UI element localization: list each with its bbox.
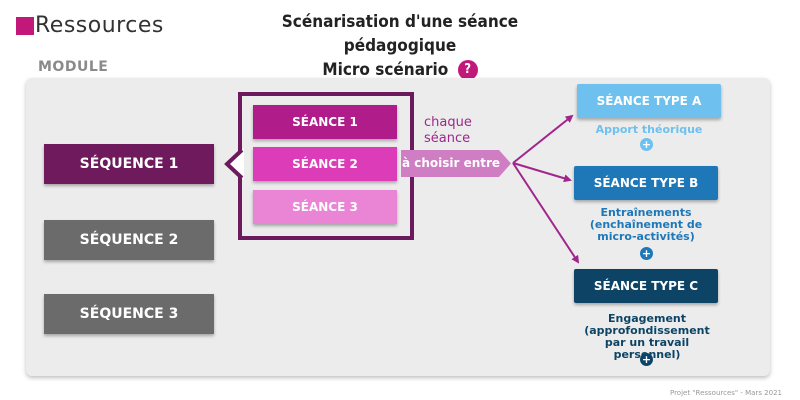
logo-square-icon <box>16 17 34 35</box>
seance-type-a-box: SÉANCE TYPE A <box>577 84 721 118</box>
module-label: MODULE <box>38 59 109 75</box>
logo-text: Ressources <box>35 13 164 38</box>
type-b-description: Entraînements (enchaînement de micro-act… <box>589 206 703 243</box>
title-line-2-text: Micro scénario <box>322 60 449 80</box>
type-a-description: Apport théorique <box>595 123 703 136</box>
title-line-1: Scénarisation d'une séance pédagogique <box>281 12 519 56</box>
help-icon[interactable]: ? <box>457 60 478 80</box>
type-a-plus-icon[interactable]: + <box>640 138 653 151</box>
sequence-2-box: SÉQUENCE 2 <box>44 220 214 260</box>
title-line-2: Micro scénario ? <box>230 58 570 82</box>
arrow-to-type-c <box>512 162 580 264</box>
logo: Ressources <box>16 14 164 38</box>
choose-between-text: à choisir entre <box>401 156 501 170</box>
sequence-1-box: SÉQUENCE 1 <box>44 144 214 184</box>
choose-between-arrow: à choisir entre <box>401 150 511 177</box>
choose-arrow-shape <box>401 150 511 177</box>
seance-1-box: SÉANCE 1 <box>253 105 397 139</box>
seance-type-b-box: SÉANCE TYPE B <box>574 166 718 200</box>
page-title: Scénarisation d'une séance pédagogique M… <box>230 10 570 82</box>
sequence-3-box: SÉQUENCE 3 <box>44 294 214 334</box>
type-c-plus-icon[interactable]: + <box>640 353 653 366</box>
each-seance-text: chaque séance <box>424 115 472 146</box>
seance-2-box: SÉANCE 2 <box>253 147 397 181</box>
footer-credit: Projet "Ressources" - Mars 2021 <box>669 389 782 397</box>
type-c-description: Engagement (approfondissement par un tra… <box>584 312 710 361</box>
arrow-to-type-a <box>512 114 574 164</box>
bracket-pointer <box>224 148 244 180</box>
type-b-plus-icon[interactable]: + <box>640 247 653 260</box>
seance-type-c-box: SÉANCE TYPE C <box>574 269 718 303</box>
seance-3-box: SÉANCE 3 <box>253 190 397 224</box>
arrow-to-type-b <box>512 162 572 183</box>
